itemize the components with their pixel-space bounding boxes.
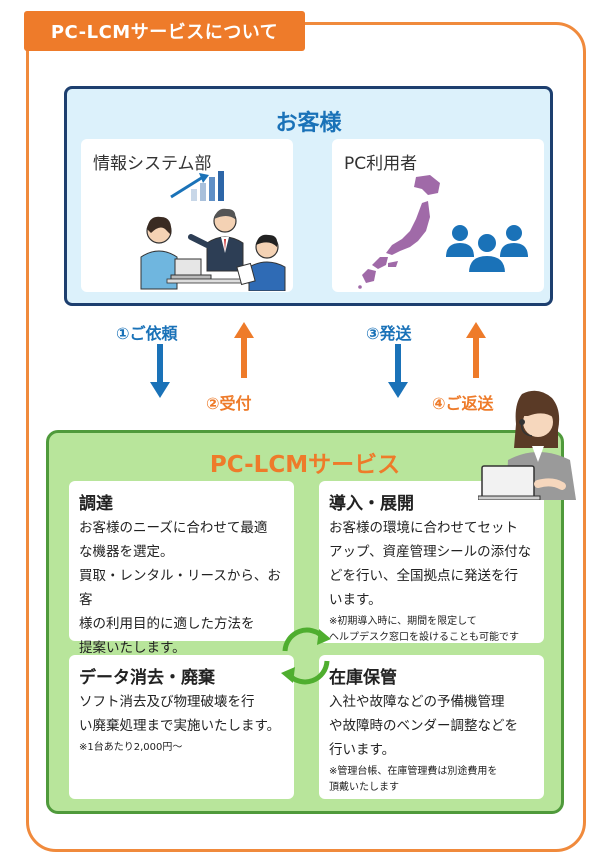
- it-department-panel: 情報システム部: [81, 139, 293, 292]
- customer-title: お客様: [275, 111, 342, 136]
- bar-chart-rising-icon: [170, 171, 224, 201]
- storage-note: ※管理台帳、在庫管理費は別途費用を 頂戴いたします: [329, 766, 498, 793]
- service-card-install: 導入・展開 お客様の環境に合わせてセット アップ、資産管理シールの添付な どを行…: [319, 481, 544, 643]
- arrow-down-ship: [388, 344, 408, 398]
- cycle-arrows-icon: [281, 627, 331, 685]
- lcm-title: PC-LCMサービス: [209, 452, 401, 478]
- page-title: PC-LCMサービスについて: [24, 11, 305, 51]
- lcm-service-box: PC-LCMサービス 調達 お客様のニーズに合わせて最適 な機器を選定。 買取・…: [46, 430, 564, 814]
- step-ship-label: ③発送: [366, 324, 412, 343]
- pc-user-panel: PC利用者: [332, 139, 544, 292]
- customer-box: お客様 情報システム部: [64, 86, 553, 306]
- users-group-icon: [446, 225, 528, 274]
- service-card-erase: データ消去・廃棄 ソフト消去及び物理破壊を行 い廃棄処理まで実施いたします。 ※…: [69, 655, 294, 799]
- erase-title: データ消去・廃棄: [79, 668, 215, 688]
- service-card-procure: 調達 お客様のニーズに合わせて最適 な機器を選定。 買取・レンタル・リースから、…: [69, 481, 294, 656]
- erase-note: ※1台あたり2,000円～: [79, 742, 183, 753]
- arrow-down-request: [150, 344, 170, 398]
- storage-title: 在庫保管: [329, 668, 397, 688]
- business-meeting-illustration: [140, 208, 286, 291]
- step-return-label: ④ご返送: [432, 394, 494, 413]
- install-note: ※初期導入時に、期間を限定して ヘルプデスク窓口を設けることも可能です: [329, 616, 519, 643]
- erase-body: ソフト消去及び物理破壊を行 い廃棄処理まで実施いたします。: [79, 694, 281, 734]
- service-card-storage: 在庫保管 入社や故障などの予備機管理 や故障時のベンダー調整などを 行います。 …: [319, 655, 544, 799]
- japan-map-icon: [358, 175, 440, 289]
- step-accept-label: ②受付: [206, 394, 252, 413]
- pc-user-label: PC利用者: [344, 154, 418, 174]
- arrow-up-accept: [234, 322, 254, 378]
- step-request-label: ①ご依頼: [116, 324, 178, 343]
- procure-title: 調達: [79, 494, 113, 514]
- helpdesk-operator-illustration: [478, 390, 576, 500]
- arrow-up-return: [466, 322, 486, 378]
- install-title: 導入・展開: [329, 494, 414, 514]
- storage-body: 入社や故障などの予備機管理 や故障時のベンダー調整などを 行います。: [329, 694, 518, 758]
- it-department-label: 情報システム部: [93, 154, 212, 174]
- procure-body: お客様のニーズに合わせて最適 な機器を選定。 買取・レンタル・リースから、お客 …: [79, 520, 281, 656]
- install-body: お客様の環境に合わせてセット アップ、資産管理シールの添付な どを行い、全国拠点…: [329, 520, 532, 608]
